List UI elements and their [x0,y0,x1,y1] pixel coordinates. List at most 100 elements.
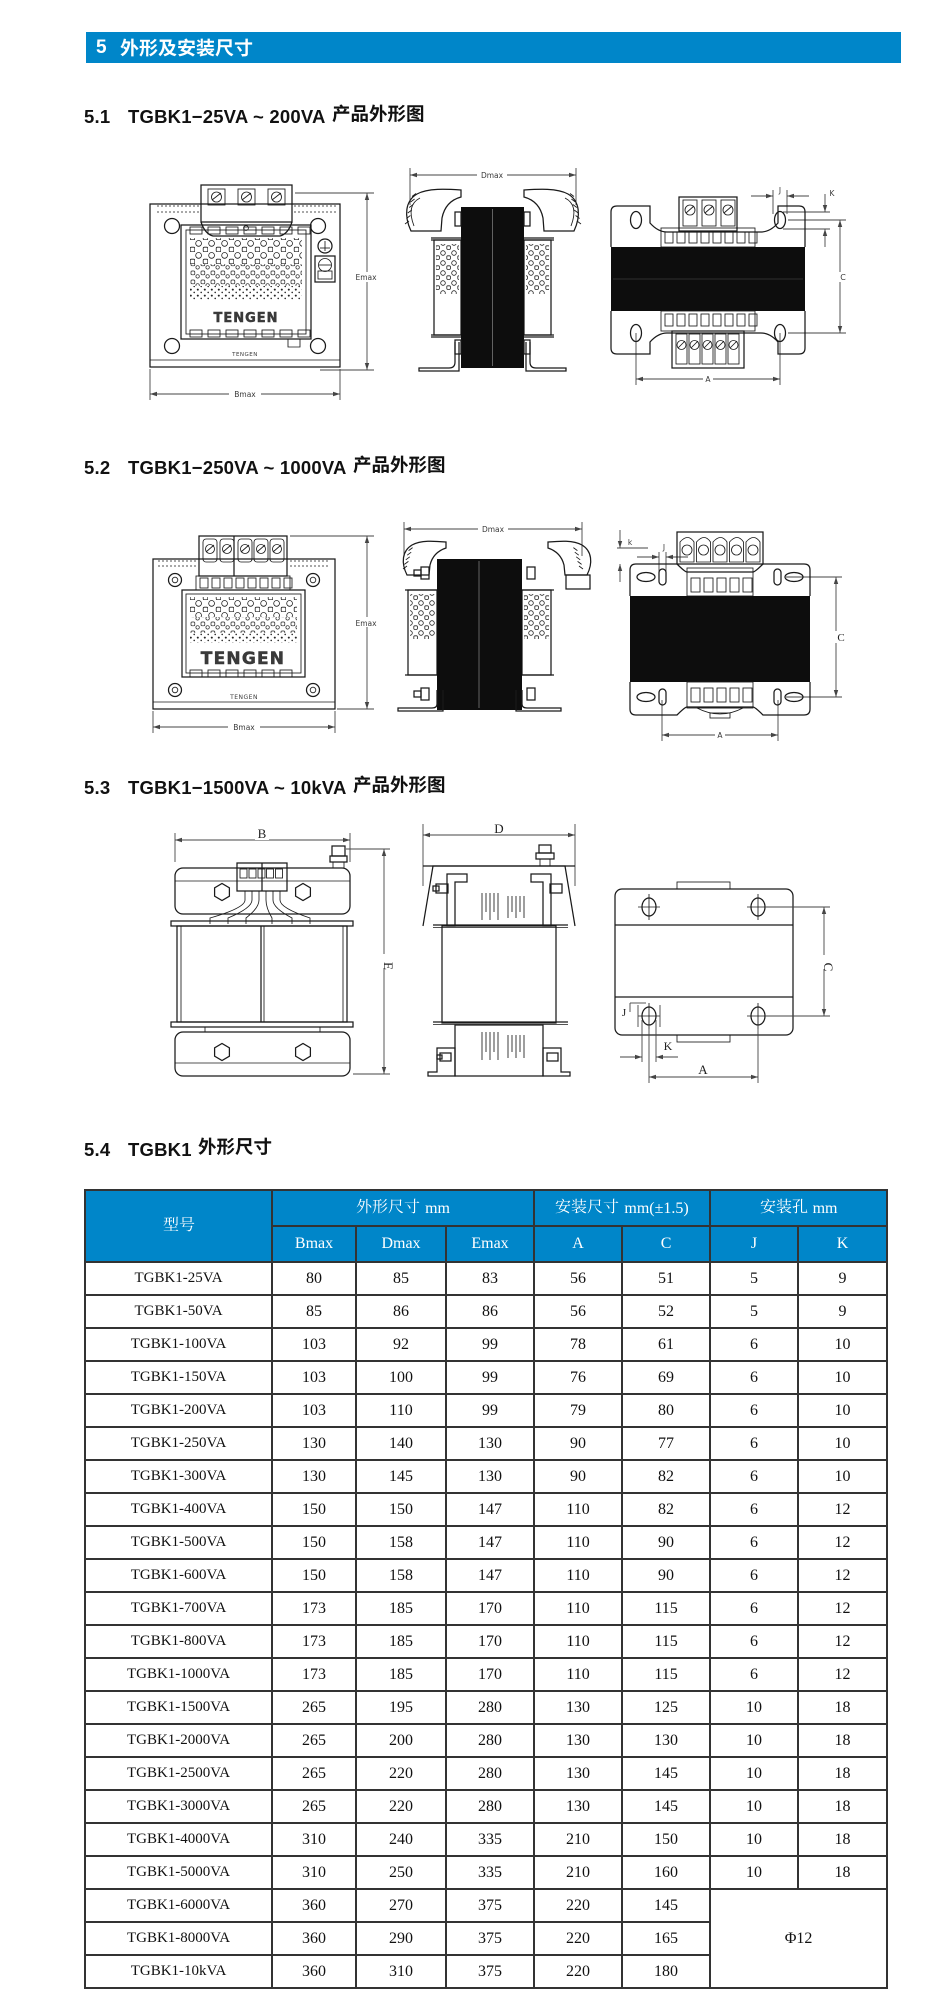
brand-logo-small: TENGEN [229,694,258,701]
model-cell: TGBK1-10kVA [84,1954,273,1989]
holes-header-cjk [760,1198,808,1214]
value-cell: 77 [621,1426,712,1461]
dim-label: C [840,273,846,282]
value-cell: 310 [271,1855,357,1890]
value-cell: 85 [271,1294,357,1329]
value-cell: 103 [271,1393,357,1428]
value-cell: 80 [271,1261,357,1296]
value-cell: 150 [271,1525,357,1560]
value-cell: 125 [621,1690,712,1725]
value-cell: 103 [271,1327,357,1362]
value-cell: 56 [533,1261,624,1296]
value-cell: 145 [621,1756,712,1791]
dim-label: C [837,632,844,644]
dim-label: K [830,189,836,198]
value-cell: 130 [621,1723,712,1758]
value-cell: 12 [797,1558,889,1593]
dim-label: C [821,963,836,972]
value-cell: 18 [797,1756,889,1791]
value-cell: 6 [709,1426,800,1461]
value-cell: 115 [621,1591,712,1626]
section-heading-1: 5.2 TGBK1−250VA ~ 1000VA [84,455,445,479]
value-cell: 280 [444,1690,536,1725]
section-number: 5.2 [84,456,111,478]
value-cell: 147 [444,1525,536,1560]
col-header: C [621,1225,712,1263]
value-cell: 52 [621,1294,712,1329]
value-cell: 90 [621,1558,712,1593]
drawing-5-2-side: Dmax [397,522,592,712]
section-heading-3: 5.4 TGBK1 [84,1137,272,1161]
value-cell: 145 [621,1789,712,1824]
value-cell: 250 [355,1855,447,1890]
value-cell: 6 [709,1492,800,1527]
value-cell: 99 [444,1393,536,1428]
model-cell: TGBK1-1500VA [84,1690,273,1725]
value-cell: 99 [444,1360,536,1395]
value-cell: 6 [709,1525,800,1560]
section-title-latin: TGBK1−250VA ~ 1000VA [128,456,347,478]
model-cell: TGBK1-50VA [84,1294,273,1329]
dim-label: J [622,1007,627,1019]
value-cell: 103 [271,1360,357,1395]
value-cell: 130 [444,1459,536,1494]
model-cell: TGBK1-800VA [84,1624,273,1659]
value-cell: 185 [355,1591,447,1626]
value-cell: 110 [533,1525,624,1560]
value-cell: 220 [355,1756,447,1791]
section-title-latin: TGBK1−1500VA ~ 10kVA [128,776,347,798]
value-cell: 375 [444,1888,536,1923]
value-cell: 12 [797,1624,889,1659]
model-cell: TGBK1-2000VA [84,1723,273,1758]
model-header-cjk [163,1216,195,1232]
model-cell: TGBK1-8000VA [84,1921,273,1956]
value-cell: 115 [621,1624,712,1659]
value-cell: 147 [444,1492,536,1527]
value-cell: 210 [533,1855,624,1890]
value-cell: 18 [797,1855,889,1890]
value-cell: 220 [533,1921,624,1956]
value-cell: 335 [444,1822,536,1857]
value-cell: 9 [797,1261,889,1296]
drawing-5-1-side: Dmax [404,168,582,372]
dim-label: J [662,543,665,552]
model-cell: TGBK1-6000VA [84,1888,273,1923]
model-cell: TGBK1-250VA [84,1426,273,1461]
value-cell: 5 [709,1261,800,1296]
value-cell: 280 [444,1723,536,1758]
outline-header-suffix: mm [425,1199,450,1217]
section-number: 5.1 [84,105,111,127]
value-cell: 185 [355,1657,447,1692]
value-cell: 265 [271,1723,357,1758]
value-cell: 18 [797,1822,889,1857]
dim-label: A [705,375,711,384]
dim-label: E [381,962,396,970]
value-cell: 310 [355,1954,447,1989]
value-cell: 335 [444,1855,536,1890]
col-header: J [709,1225,800,1263]
value-cell: 90 [533,1426,624,1461]
value-cell: 145 [355,1459,447,1494]
merged-hole-cell: Φ12 [709,1888,889,1989]
value-cell: 130 [533,1756,624,1791]
value-cell: 375 [444,1954,536,1989]
value-cell: 90 [533,1459,624,1494]
value-cell: 51 [621,1261,712,1296]
dim-label: B [258,826,267,841]
value-cell: 10 [709,1723,800,1758]
value-cell: 10 [709,1855,800,1890]
value-cell: 78 [533,1327,624,1362]
value-cell: 79 [533,1393,624,1428]
